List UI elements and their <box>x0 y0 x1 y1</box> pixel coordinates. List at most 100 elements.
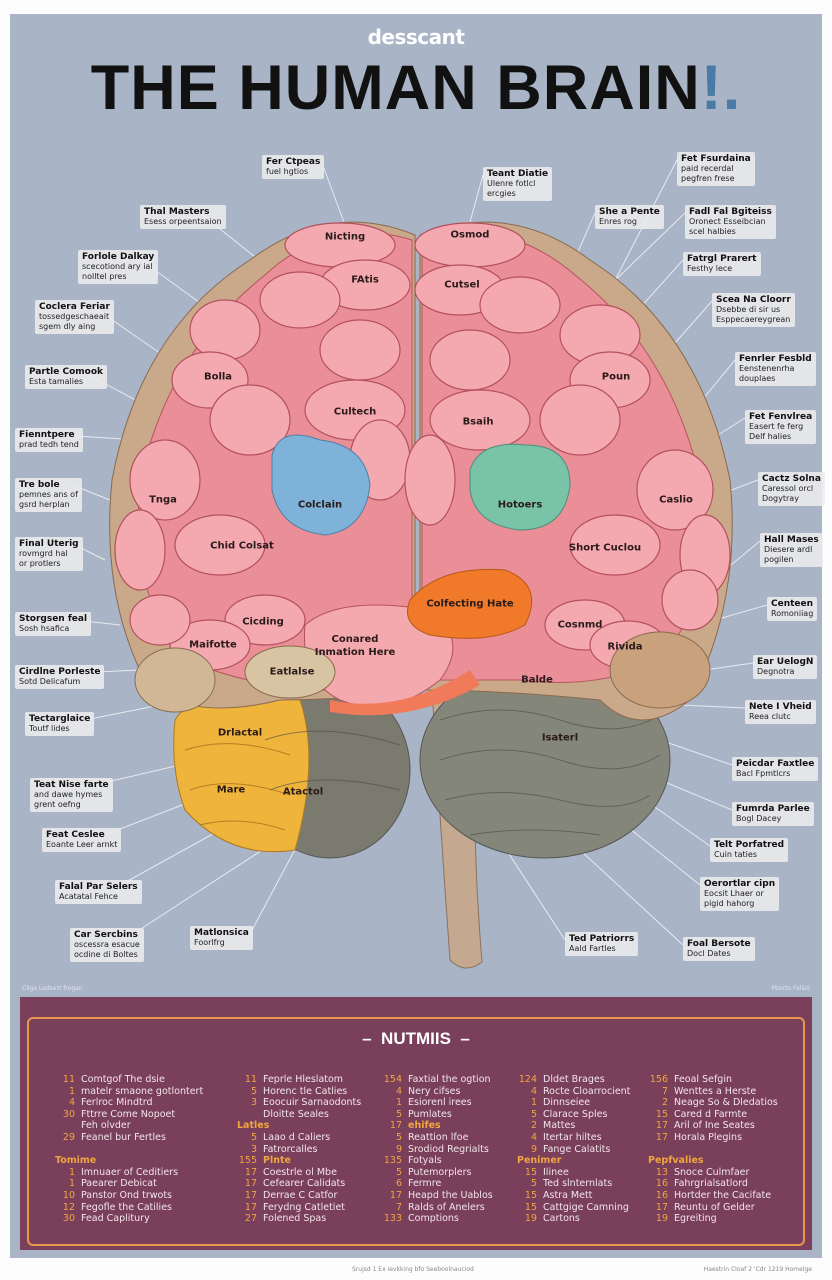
legend-item: Dloitte Seales <box>237 1109 361 1121</box>
callout-title: Teat Nise farte <box>34 780 109 790</box>
leader-line <box>624 824 701 886</box>
legend-number: 154 <box>383 1074 402 1085</box>
orange-region <box>407 568 533 639</box>
region-label: Poun <box>601 371 631 383</box>
legend-number: 4 <box>530 1131 537 1143</box>
legend-number: 4 <box>68 1097 75 1109</box>
footer-note-left: Cliga Ledsert frogan <box>22 985 83 992</box>
legend-number: 135 <box>383 1155 402 1167</box>
legend-number: 4 <box>530 1085 537 1097</box>
gyrus <box>209 384 291 456</box>
callout-description: oscessra esacue <box>74 940 140 949</box>
region-label: Cultech <box>333 406 377 418</box>
region-label: Osmod <box>450 229 490 241</box>
callout-description: and dawe hymes <box>34 790 103 799</box>
callout-description: Acatatal Fehce <box>59 892 118 901</box>
region-label: Maifotte <box>189 639 237 651</box>
callout-description: Aald Fartles <box>569 944 616 953</box>
legend-number: 2 <box>661 1097 668 1109</box>
callout-description: Sotd Delicafum <box>19 677 81 686</box>
gyrus <box>189 299 261 361</box>
callout-title: Fer Ctpeas <box>266 157 321 167</box>
legend-text: Itertar hiltes <box>543 1131 602 1143</box>
legend-heading: Penimer <box>517 1155 562 1167</box>
region-label: Cicding <box>242 616 284 628</box>
region-label: Bsaih <box>462 416 494 428</box>
legend-number: 1 <box>530 1097 537 1109</box>
legend-text: Ralds of Anelers <box>408 1201 485 1213</box>
callout-description: Esppecaereygrean <box>716 315 791 324</box>
leader-line <box>644 799 711 847</box>
title-accent: !. <box>700 53 742 123</box>
legend-number: 15 <box>655 1108 668 1120</box>
callout-description: ocdine di Boltes <box>74 950 138 959</box>
legend-text: Horala Plegins <box>674 1131 743 1143</box>
callout-description: Enres rog <box>599 217 637 226</box>
legend-text: Comtgof The dsie <box>81 1074 165 1085</box>
legend-text: Esiorenl irees <box>408 1097 472 1109</box>
legend-number: 15 <box>524 1201 537 1213</box>
callout-title: Teant Diatie <box>487 169 549 179</box>
callout-title: Fadl Fal Bgiteiss <box>689 207 772 217</box>
callout-description: pogilen <box>764 555 794 564</box>
legend-number: 5 <box>395 1131 402 1143</box>
region-label: Atactol <box>282 786 324 798</box>
callout-title: Ear UelogN <box>757 657 814 667</box>
callout-title: Centeen <box>771 599 814 609</box>
legend-text: Plnte <box>263 1155 291 1167</box>
callout-title: Tre bole <box>19 480 60 490</box>
legend-text: Wenttes a Herste <box>674 1085 757 1097</box>
callout-title: Oerortlar cipn <box>704 879 776 889</box>
tan-lobe-left <box>244 645 336 699</box>
callout-description: Docl Dates <box>687 949 731 958</box>
legend-text: Fead Caplitury <box>81 1213 150 1225</box>
region-label: Chid Colsat <box>210 540 274 552</box>
tan-lobe-left-lower <box>134 647 216 713</box>
callout-title: She a Pente <box>599 207 660 217</box>
callout-description: Caressol orcl <box>762 484 814 493</box>
cortex-gyri <box>114 222 731 671</box>
legend-text: Reattion lfoe <box>408 1131 469 1143</box>
callout-title: Forlole Dalkay <box>82 252 155 262</box>
callout-description: scel halbies <box>689 227 736 236</box>
legend-text: Laao d Caliers <box>263 1131 331 1143</box>
region-label: Cosnmd <box>557 619 603 631</box>
region-label: Bolla <box>203 371 233 383</box>
legend-text: Fatrorcalles <box>263 1143 318 1155</box>
gyrus <box>319 319 401 381</box>
callout-description: Esta tamalies <box>29 377 84 386</box>
legend-number: 5 <box>530 1178 537 1190</box>
legend-number: 3 <box>250 1143 257 1155</box>
callout-description: pigid hahorg <box>704 899 755 908</box>
callout-description: Esess orpeentsaion <box>144 217 222 226</box>
leader-line <box>469 174 484 223</box>
legend-number: 29 <box>62 1131 75 1143</box>
region-label: Short Cuclou <box>568 542 642 554</box>
legend-number: 17 <box>655 1120 668 1132</box>
cerebellum-folds <box>264 709 661 836</box>
